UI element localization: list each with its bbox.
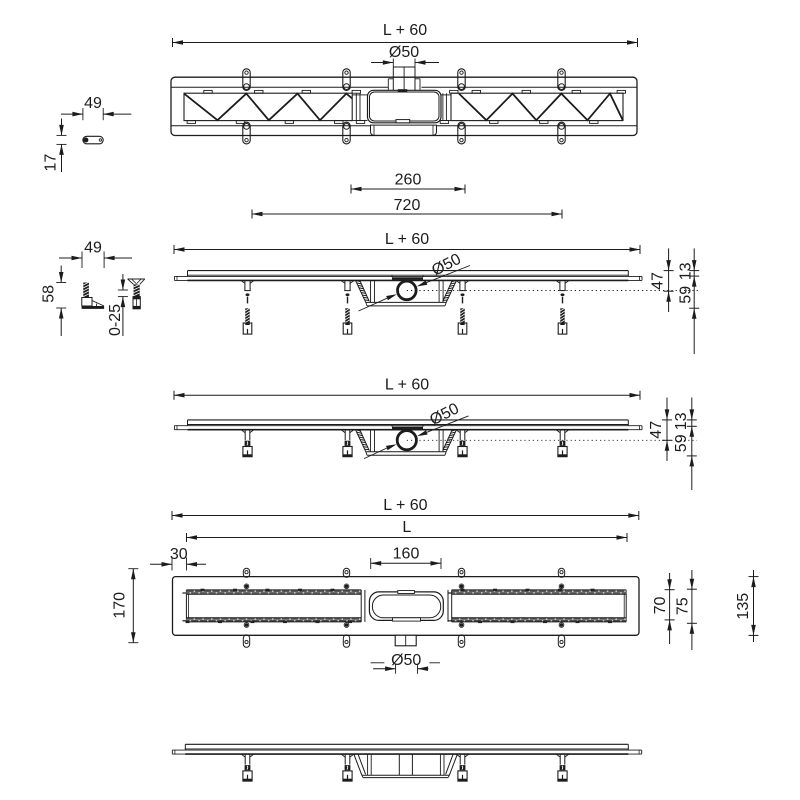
- svg-text:75: 75: [674, 597, 691, 615]
- svg-text:0-25: 0-25: [107, 304, 124, 336]
- svg-text:720: 720: [394, 197, 421, 214]
- svg-text:47: 47: [649, 272, 666, 290]
- svg-text:160: 160: [393, 545, 420, 562]
- svg-text:58: 58: [41, 285, 58, 303]
- svg-text:13: 13: [677, 262, 694, 280]
- svg-text:L: L: [402, 519, 411, 536]
- svg-text:Ø50: Ø50: [391, 652, 421, 669]
- svg-text:59: 59: [677, 286, 694, 304]
- svg-text:135: 135: [735, 593, 752, 620]
- svg-text:17: 17: [43, 154, 60, 172]
- svg-text:L + 60: L + 60: [385, 377, 429, 394]
- svg-text:47: 47: [648, 421, 665, 439]
- svg-text:L + 60: L + 60: [385, 231, 429, 248]
- svg-text:170: 170: [112, 592, 129, 619]
- svg-text:13: 13: [673, 412, 690, 430]
- svg-text:Ø50: Ø50: [389, 44, 419, 61]
- svg-text:59: 59: [673, 434, 690, 452]
- svg-text:L + 60: L + 60: [383, 497, 427, 514]
- svg-text:L + 60: L + 60: [383, 22, 427, 39]
- svg-text:49: 49: [84, 95, 102, 112]
- svg-text:70: 70: [652, 597, 669, 615]
- svg-text:30: 30: [170, 546, 188, 563]
- svg-text:260: 260: [395, 172, 422, 189]
- svg-text:49: 49: [84, 240, 102, 257]
